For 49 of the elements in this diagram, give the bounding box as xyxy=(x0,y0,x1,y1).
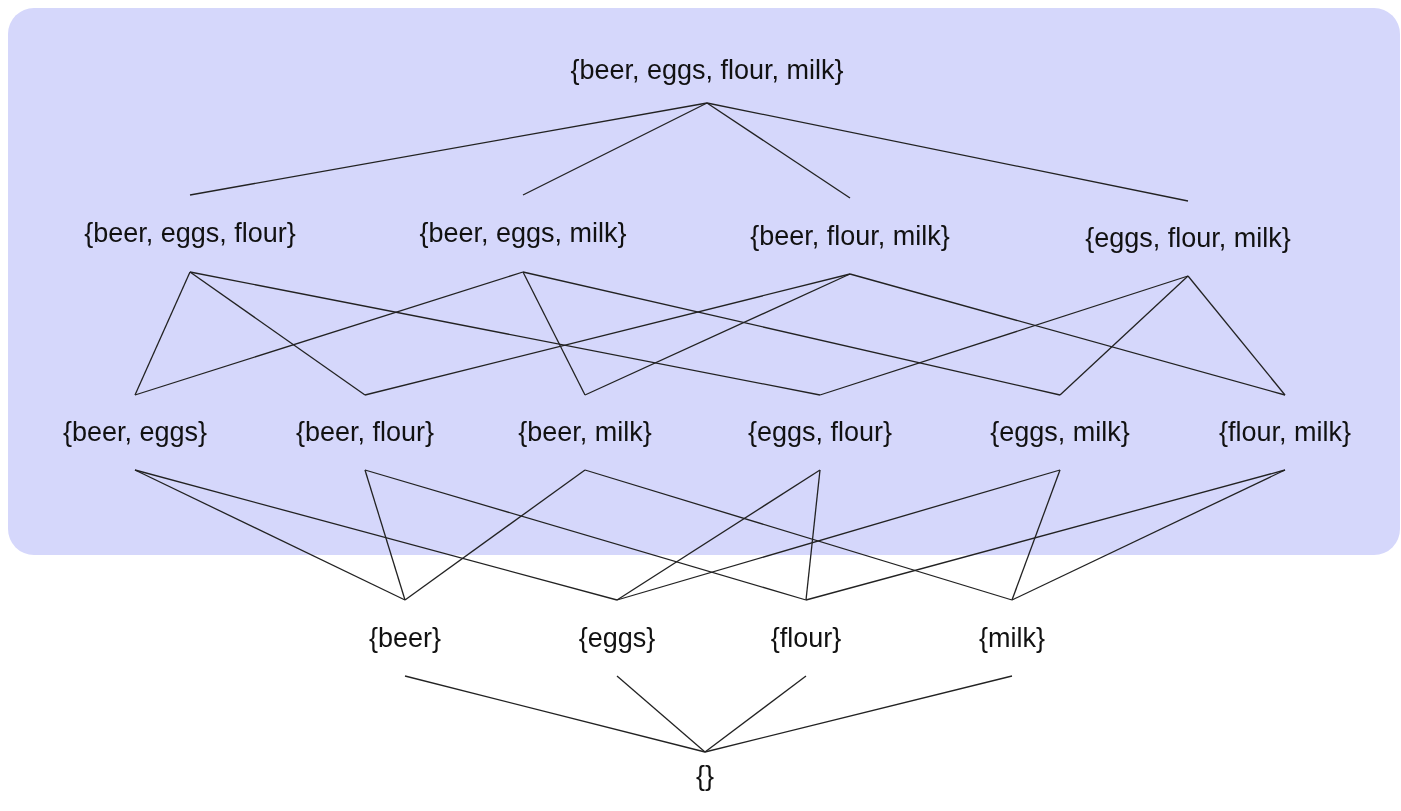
connector-line xyxy=(522,271,586,396)
set-label: {beer} xyxy=(330,600,480,676)
set-label: {beer, eggs, milk} xyxy=(368,195,678,272)
connector-line xyxy=(134,469,618,601)
connector-line xyxy=(134,271,524,396)
set-label: {eggs, flour} xyxy=(710,395,930,470)
connector-line xyxy=(522,271,1061,396)
connector-line xyxy=(364,469,807,601)
connector-line xyxy=(404,675,706,753)
set-label: {beer, flour} xyxy=(257,395,473,470)
set-label: {flour, milk} xyxy=(1180,395,1390,470)
connector-line xyxy=(189,271,366,396)
connector-line xyxy=(805,469,1286,601)
connector-line xyxy=(404,469,586,601)
connector-line xyxy=(1059,275,1189,396)
connector-line xyxy=(134,469,406,601)
connector-line xyxy=(1011,469,1286,601)
connector-line xyxy=(706,102,851,199)
connector-line xyxy=(189,102,708,196)
set-label: {eggs} xyxy=(542,600,692,676)
connector-line xyxy=(819,275,1189,396)
connector-line xyxy=(706,102,1189,202)
connector-line xyxy=(616,469,1061,601)
connector-line xyxy=(704,675,1013,753)
set-label: {beer, eggs} xyxy=(25,395,245,470)
set-label: {milk} xyxy=(937,600,1087,676)
set-label: {eggs, flour, milk} xyxy=(1028,201,1348,276)
set-label: {beer, eggs, flour, milk} xyxy=(507,38,907,103)
set-label: {beer, flour, milk} xyxy=(695,198,1005,274)
connector-line xyxy=(805,469,821,601)
set-label: {beer, milk} xyxy=(477,395,693,470)
connector-line xyxy=(364,469,406,601)
connector-line xyxy=(704,675,807,753)
set-label: {eggs, milk} xyxy=(952,395,1168,470)
set-label: {beer, eggs, flour} xyxy=(30,195,350,272)
band-background xyxy=(8,8,1400,555)
set-label: {flour} xyxy=(731,600,881,676)
set-label: {} xyxy=(665,752,745,800)
connector-line xyxy=(584,469,1013,601)
connector-line xyxy=(134,271,191,396)
connector-line xyxy=(1187,275,1286,396)
connector-line xyxy=(364,273,851,396)
connector-line xyxy=(584,273,851,396)
connector-line xyxy=(849,273,1286,396)
connector-line xyxy=(616,675,706,753)
connector-line xyxy=(1011,469,1061,601)
connector-line xyxy=(522,102,708,196)
connector-line xyxy=(189,271,821,396)
connector-line xyxy=(616,469,821,601)
